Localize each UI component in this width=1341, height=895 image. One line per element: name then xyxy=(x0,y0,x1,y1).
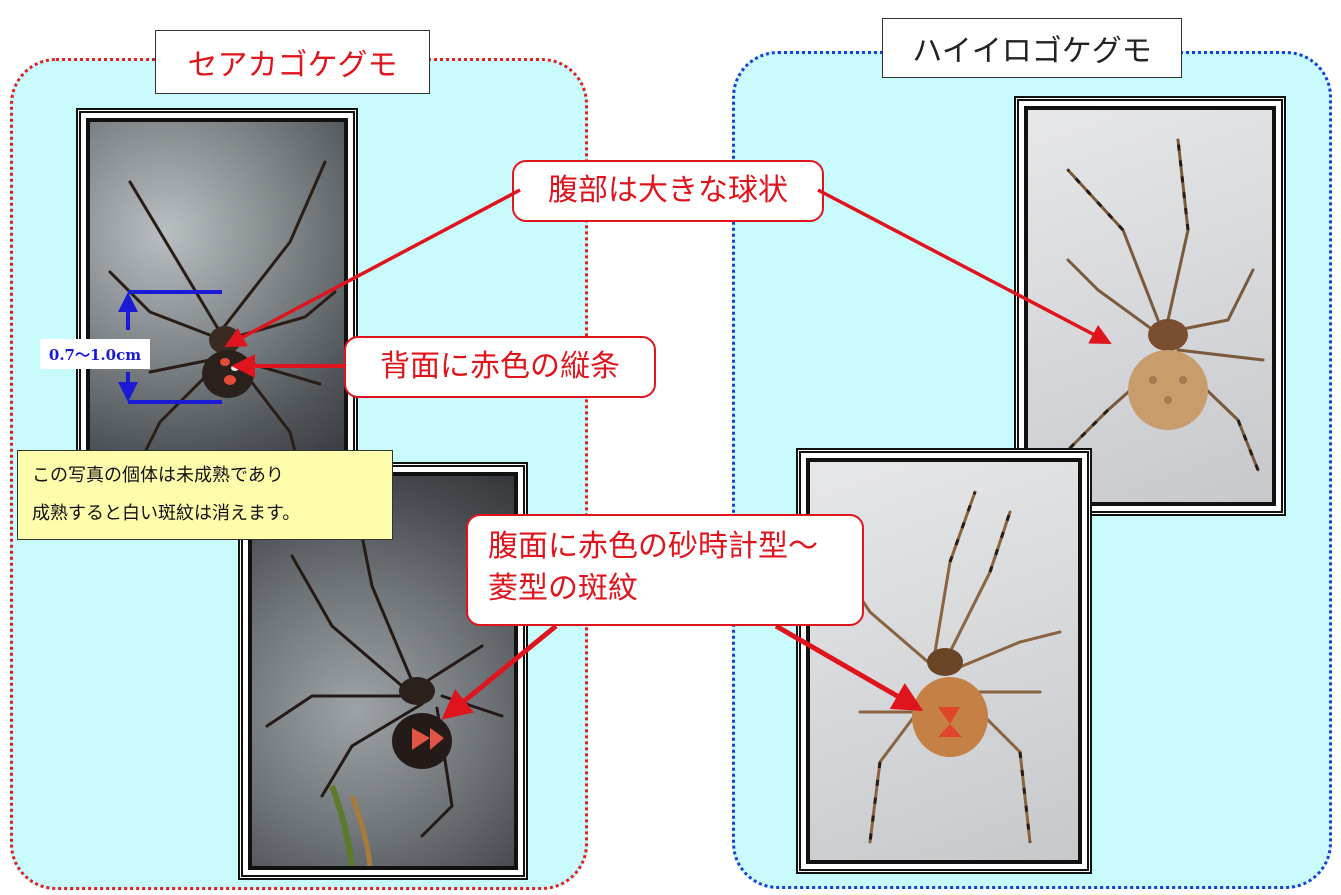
callout-ventral-mark: 腹面に赤色の砂時計型〜 菱型の斑紋 xyxy=(466,514,864,626)
spider-brownwidow-ventral-image xyxy=(848,490,1062,844)
note-line-1: この写真の個体は未成熟であり xyxy=(32,465,284,486)
spider-brownwidow-dorsal-image xyxy=(1066,138,1265,472)
size-label: 0.7〜1.0cm xyxy=(40,339,150,369)
photo-redback-dorsal xyxy=(76,108,358,504)
spider-redback-dorsal-image xyxy=(108,160,337,490)
callout-dorsal-stripe: 背面に赤色の縦条 xyxy=(344,336,656,398)
callout-ventral-line2: 菱型の斑紋 xyxy=(488,571,638,606)
title-redback-spider: セアカゴケグモ xyxy=(155,30,430,94)
callout-abdomen: 腹部は大きな球状 xyxy=(512,160,824,222)
note-immature-specimen: この写真の個体は未成熟であり 成熟すると白い斑紋は消えます。 xyxy=(17,450,393,540)
callout-ventral-line1: 腹面に赤色の砂時計型〜 xyxy=(488,529,818,564)
photo-brownwidow-ventral xyxy=(796,448,1092,874)
note-line-2: 成熟すると白い斑紋は消えます。 xyxy=(32,503,301,524)
title-brown-widow: ハイイロゴケグモ xyxy=(882,18,1182,78)
